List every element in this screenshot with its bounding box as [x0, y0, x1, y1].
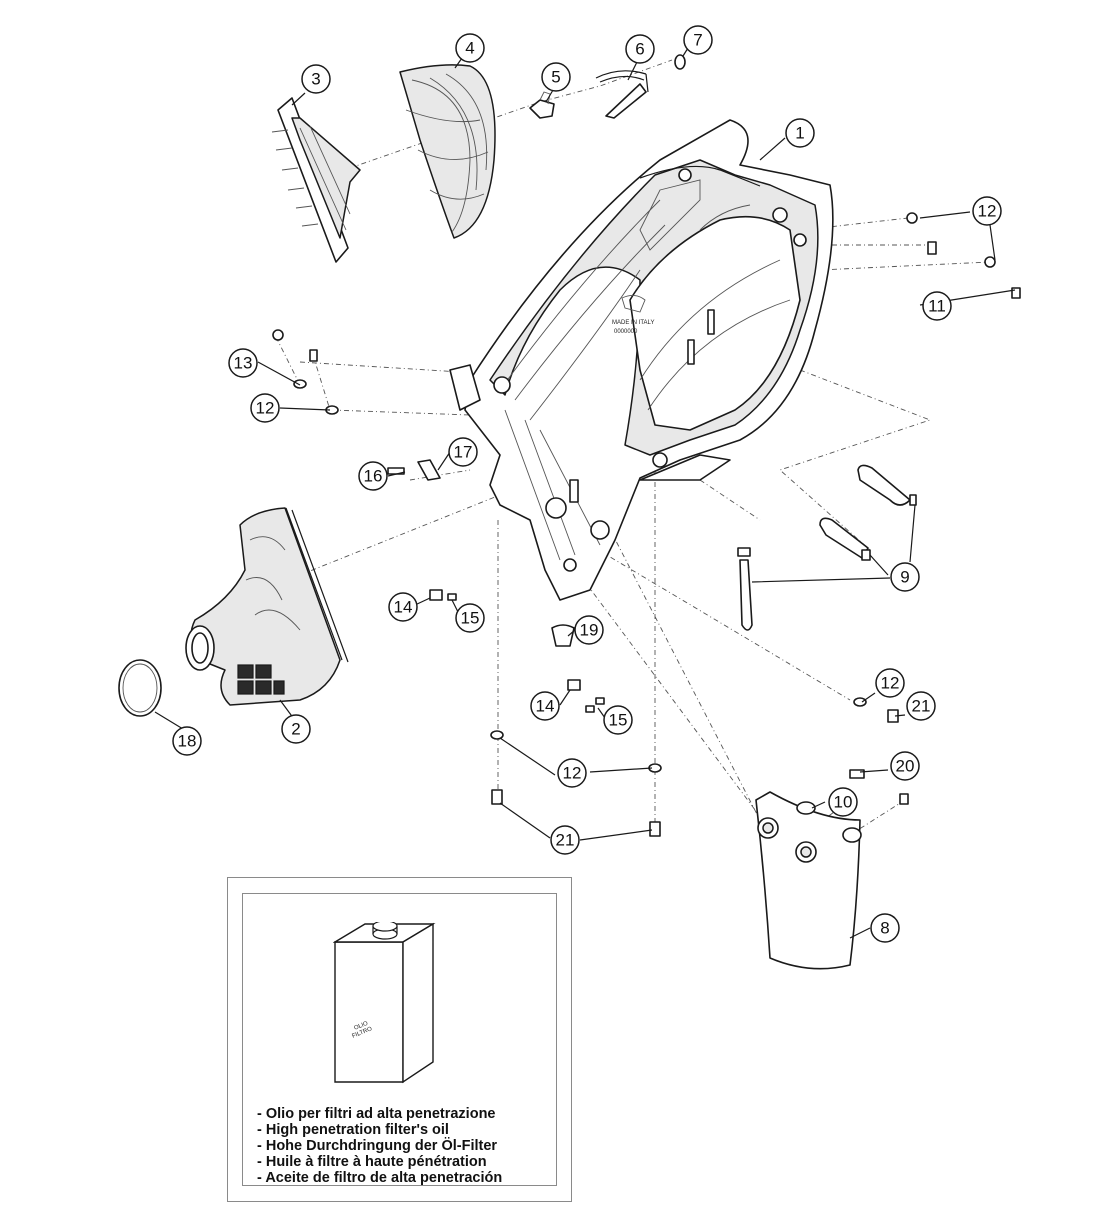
svg-text:8: 8	[880, 919, 889, 938]
svg-text:9: 9	[900, 568, 909, 587]
can-label-line-1: OLIO	[353, 1021, 369, 1032]
intake-boot-part-2	[185, 507, 349, 706]
mud-guard-part-8	[755, 791, 861, 970]
svg-text:21: 21	[912, 697, 931, 716]
hose-clamp-part-18	[118, 659, 162, 717]
air-filter-part-4	[399, 64, 496, 239]
callout-18: 18	[172, 726, 202, 756]
svg-text:2: 2	[291, 720, 300, 739]
svg-text:16: 16	[364, 467, 383, 486]
svg-text:14: 14	[536, 697, 555, 716]
svg-text:13: 13	[234, 354, 253, 373]
svg-text:4: 4	[465, 39, 474, 58]
svg-text:3: 3	[311, 70, 320, 89]
callout-19: 19	[574, 615, 604, 645]
straps-part-9	[737, 464, 917, 631]
grommets-part-10	[796, 801, 862, 843]
callout-15-lower: 15	[603, 705, 633, 735]
callout-12-top-right: 12	[972, 196, 1002, 226]
callout-12-left: 12	[250, 393, 280, 423]
oil-description-es: - Aceite de filtro de alta penetración	[257, 1170, 503, 1186]
oil-can-icon: OLIO FILTRO	[333, 922, 436, 1084]
svg-text:6: 6	[635, 40, 644, 59]
oil-description-en: - High penetration filter's oil	[257, 1122, 449, 1138]
svg-text:15: 15	[461, 609, 480, 628]
svg-text:10: 10	[834, 793, 853, 812]
svg-text:12: 12	[978, 202, 997, 221]
svg-text:7: 7	[693, 31, 702, 50]
callout-1: 1	[785, 118, 815, 148]
svg-text:1: 1	[795, 124, 804, 143]
filter-cage-part-3	[271, 97, 361, 263]
oil-description-it: - Olio per filtri ad alta penetrazione	[257, 1106, 496, 1122]
callout-6: 6	[625, 34, 655, 64]
oil-description-list: - Olio per filtri ad alta penetrazione -…	[257, 1106, 502, 1186]
washer-part-7	[674, 54, 686, 70]
airbox-marking-line-2: 0000000	[614, 329, 638, 335]
leader-lines	[154, 47, 1016, 939]
callout-10: 10	[828, 787, 858, 817]
airbox-marking-line-1: MADE IN ITALY	[612, 320, 654, 326]
assembly-lines	[275, 59, 991, 836]
svg-text:17: 17	[454, 443, 473, 462]
oil-description-fr: - Huile à filtre à haute pénétration	[257, 1154, 487, 1170]
callout-11: 11	[922, 291, 952, 321]
oil-description-de: - Hohe Durchdringung der Öl-Filter	[257, 1138, 498, 1154]
callout-21-right: 21	[906, 691, 936, 721]
svg-text:12: 12	[881, 674, 900, 693]
callout-9: 9	[890, 562, 920, 592]
screw-part-5	[529, 91, 555, 119]
callout-12-right: 12	[875, 668, 905, 698]
callout-20: 20	[890, 751, 920, 781]
svg-text:19: 19	[580, 621, 599, 640]
callout-16: 16	[358, 461, 388, 491]
airbox-part-1: MADE IN ITALY 0000000	[449, 119, 834, 601]
callout-8: 8	[870, 913, 900, 943]
callout-14-upper: 14	[388, 592, 418, 622]
callout-14-lower: 14	[530, 691, 560, 721]
callout-4: 4	[455, 33, 485, 63]
intake-grid	[237, 664, 285, 695]
callout-21-bottom: 21	[550, 825, 580, 855]
clip-part-6	[595, 70, 649, 119]
callout-7: 7	[683, 25, 713, 55]
callout-13: 13	[228, 348, 258, 378]
callout-17: 17	[448, 437, 478, 467]
svg-text:14: 14	[394, 598, 413, 617]
filter-oil-panel-inner: OLIO FILTRO - Olio per filtri ad alta pe…	[242, 893, 557, 1186]
svg-text:15: 15	[609, 711, 628, 730]
callout-15-upper: 15	[455, 603, 485, 633]
callout-2: 2	[281, 714, 311, 744]
svg-text:5: 5	[551, 68, 560, 87]
svg-text:12: 12	[563, 764, 582, 783]
svg-text:20: 20	[896, 757, 915, 776]
svg-text:21: 21	[556, 831, 575, 850]
hardware	[272, 212, 1021, 837]
callout-5: 5	[541, 62, 571, 92]
svg-text:18: 18	[178, 732, 197, 751]
svg-text:11: 11	[928, 297, 946, 316]
callout-3: 3	[301, 64, 331, 94]
svg-text:12: 12	[256, 399, 275, 418]
filter-oil-panel: OLIO FILTRO - Olio per filtri ad alta pe…	[227, 877, 572, 1202]
callout-12-bottom: 12	[557, 758, 587, 788]
